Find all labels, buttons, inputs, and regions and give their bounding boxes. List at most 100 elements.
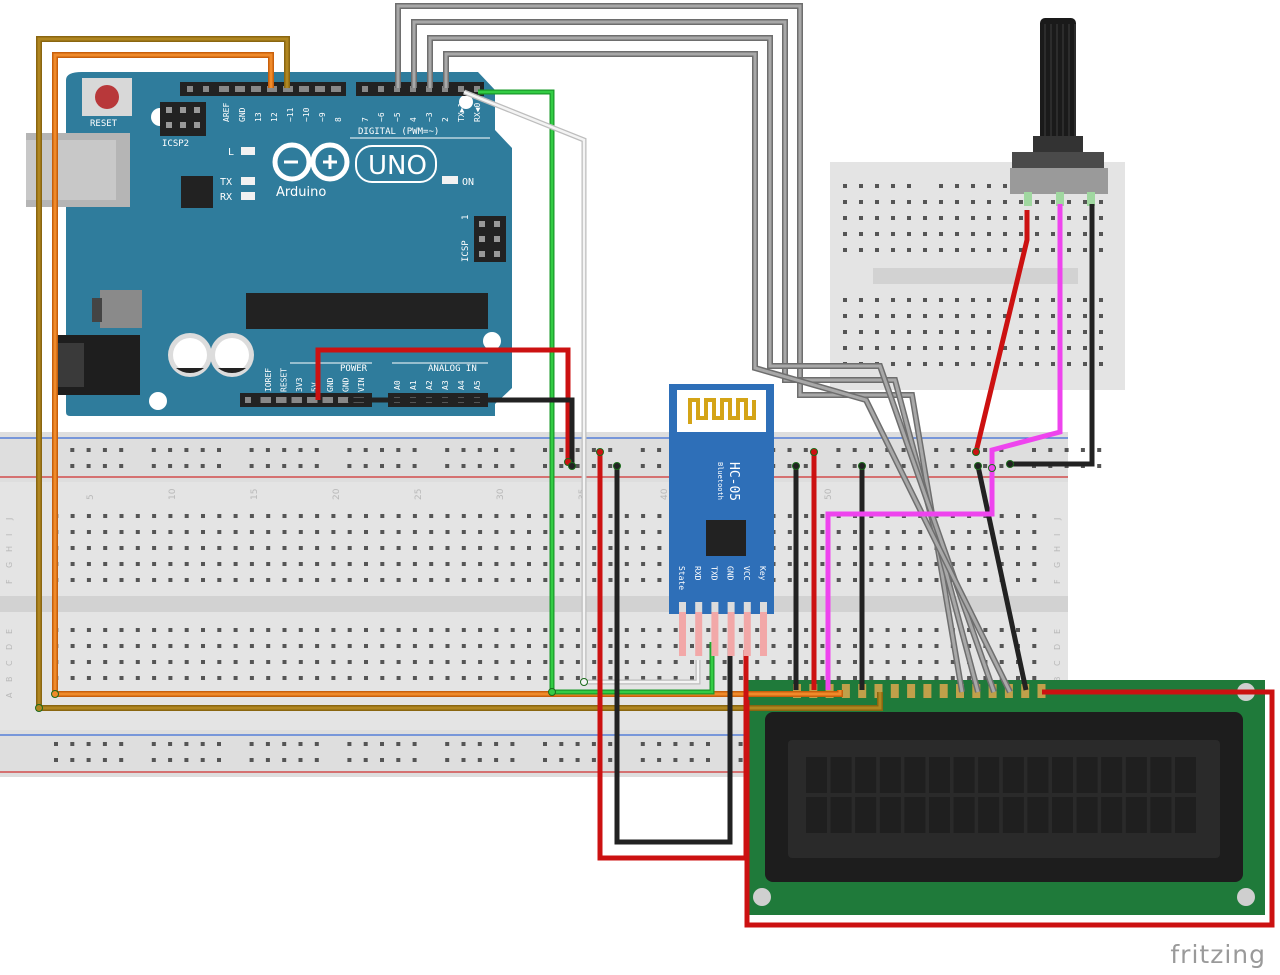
- header-pin: [203, 86, 209, 92]
- header-pin: [311, 397, 318, 403]
- breadboard-hole: [168, 546, 173, 550]
- breadboard-hole: [836, 562, 841, 566]
- breadboard-hole: [559, 530, 564, 534]
- small-breadboard-hole: [1035, 346, 1039, 350]
- breadboard-hole: [152, 562, 157, 566]
- header-pin: [291, 397, 298, 403]
- breadboard-hole: [820, 562, 825, 566]
- breadboard-hole: [102, 448, 107, 452]
- breadboard-hole: [461, 562, 466, 566]
- bt-chip: [706, 520, 746, 556]
- breadboard-hole: [608, 644, 613, 648]
- breadboard-hole: [445, 448, 450, 452]
- breadboard-hole: [249, 628, 254, 632]
- breadboard-hole: [657, 578, 662, 582]
- small-breadboard-hole: [1083, 216, 1087, 220]
- header-pin: [303, 86, 309, 92]
- pin-label: VIN: [357, 377, 366, 392]
- breadboard-hole: [885, 530, 890, 534]
- lcd-cell: [978, 797, 1000, 833]
- breadboard-hole: [836, 676, 841, 680]
- breadboard-hole: [86, 464, 91, 468]
- breadboard-hole: [559, 546, 564, 550]
- breadboard-hole: [217, 628, 222, 632]
- breadboard-hole: [869, 660, 874, 664]
- small-breadboard-hole: [987, 248, 991, 252]
- breadboard-hole: [592, 578, 597, 582]
- reset-button[interactable]: [95, 85, 119, 109]
- small-breadboard-hole: [955, 216, 959, 220]
- wire-orange-d12-core: [53, 53, 842, 696]
- small-breadboard-hole: [971, 330, 975, 334]
- breadboard-hole: [787, 628, 792, 632]
- breadboard-hole: [86, 546, 91, 550]
- breadboard-hole: [217, 546, 222, 550]
- breadboard-hole: [168, 448, 173, 452]
- breadboard-hole: [967, 546, 972, 550]
- header-pin: [187, 86, 193, 92]
- bt-pin-label: State: [677, 566, 686, 590]
- lcd-pin: [907, 684, 916, 698]
- breadboard-hole: [396, 758, 401, 762]
- breadboard-hole: [347, 464, 352, 468]
- breadboard-hole: [184, 644, 189, 648]
- small-breadboard-hole: [1035, 232, 1039, 236]
- breadboard-hole: [266, 628, 271, 632]
- small-breadboard-hole: [891, 200, 895, 204]
- breadboard-hole: [217, 742, 221, 746]
- breadboard-hole: [657, 464, 662, 468]
- breadboard-hole: [494, 578, 499, 582]
- wire-end-dot: [810, 448, 818, 456]
- small-breadboard-hole: [971, 298, 975, 302]
- breadboard-hole: [738, 742, 743, 746]
- header-pin: [322, 397, 329, 403]
- breadboard-hole: [119, 628, 124, 632]
- bt-pin-label: GND: [726, 566, 735, 581]
- breadboard-hole: [885, 578, 890, 582]
- lcd-cell: [1076, 797, 1098, 833]
- breadboard-hole: [869, 530, 874, 534]
- breadboard-hole: [477, 464, 482, 468]
- breadboard-hole: [429, 660, 434, 664]
- bt-pin: [760, 612, 767, 656]
- pin-label: 4: [409, 117, 418, 122]
- breadboard-hole: [266, 578, 271, 582]
- breadboard-hole: [722, 644, 727, 648]
- wire-gray-core: [412, 20, 980, 693]
- row-letter-label: A: [5, 692, 14, 698]
- breadboard-hole: [233, 562, 238, 566]
- header-pin: [280, 397, 287, 403]
- lcd-cell: [1101, 757, 1123, 793]
- pot-nut: [1012, 152, 1104, 170]
- breadboard-hole: [950, 562, 955, 566]
- breadboard-hole: [804, 578, 809, 582]
- breadboard-hole: [967, 676, 972, 680]
- small-breadboard-hole: [987, 362, 991, 366]
- breadboard-hole: [233, 676, 238, 680]
- breadboard-hole: [527, 546, 531, 550]
- breadboard-hole: [298, 448, 303, 452]
- small-breadboard-hole: [859, 232, 863, 236]
- breadboard-hole: [510, 644, 515, 648]
- breadboard-hole: [787, 448, 792, 452]
- pin-label: A3: [441, 380, 450, 390]
- breadboard-hole: [918, 628, 923, 632]
- breadboard-hole: [331, 644, 336, 648]
- breadboard-hole: [429, 578, 434, 582]
- breadboard-hole: [1032, 578, 1037, 582]
- wire-end-dot: [568, 462, 576, 470]
- breadboard-hole: [494, 758, 499, 762]
- breadboard-hole: [364, 562, 368, 566]
- breadboard-hole: [575, 758, 580, 762]
- breadboard-hole: [70, 546, 75, 550]
- breadboard-hole: [119, 562, 124, 566]
- breadboard-hole: [445, 676, 450, 680]
- lcd-screw: [1237, 888, 1255, 906]
- header-pin: [426, 86, 432, 92]
- voltage-regulator: [100, 290, 142, 328]
- breadboard-hole: [380, 742, 384, 746]
- breadboard-hole: [690, 628, 694, 632]
- breadboard-hole: [641, 644, 646, 648]
- small-breadboard-hole: [875, 216, 879, 220]
